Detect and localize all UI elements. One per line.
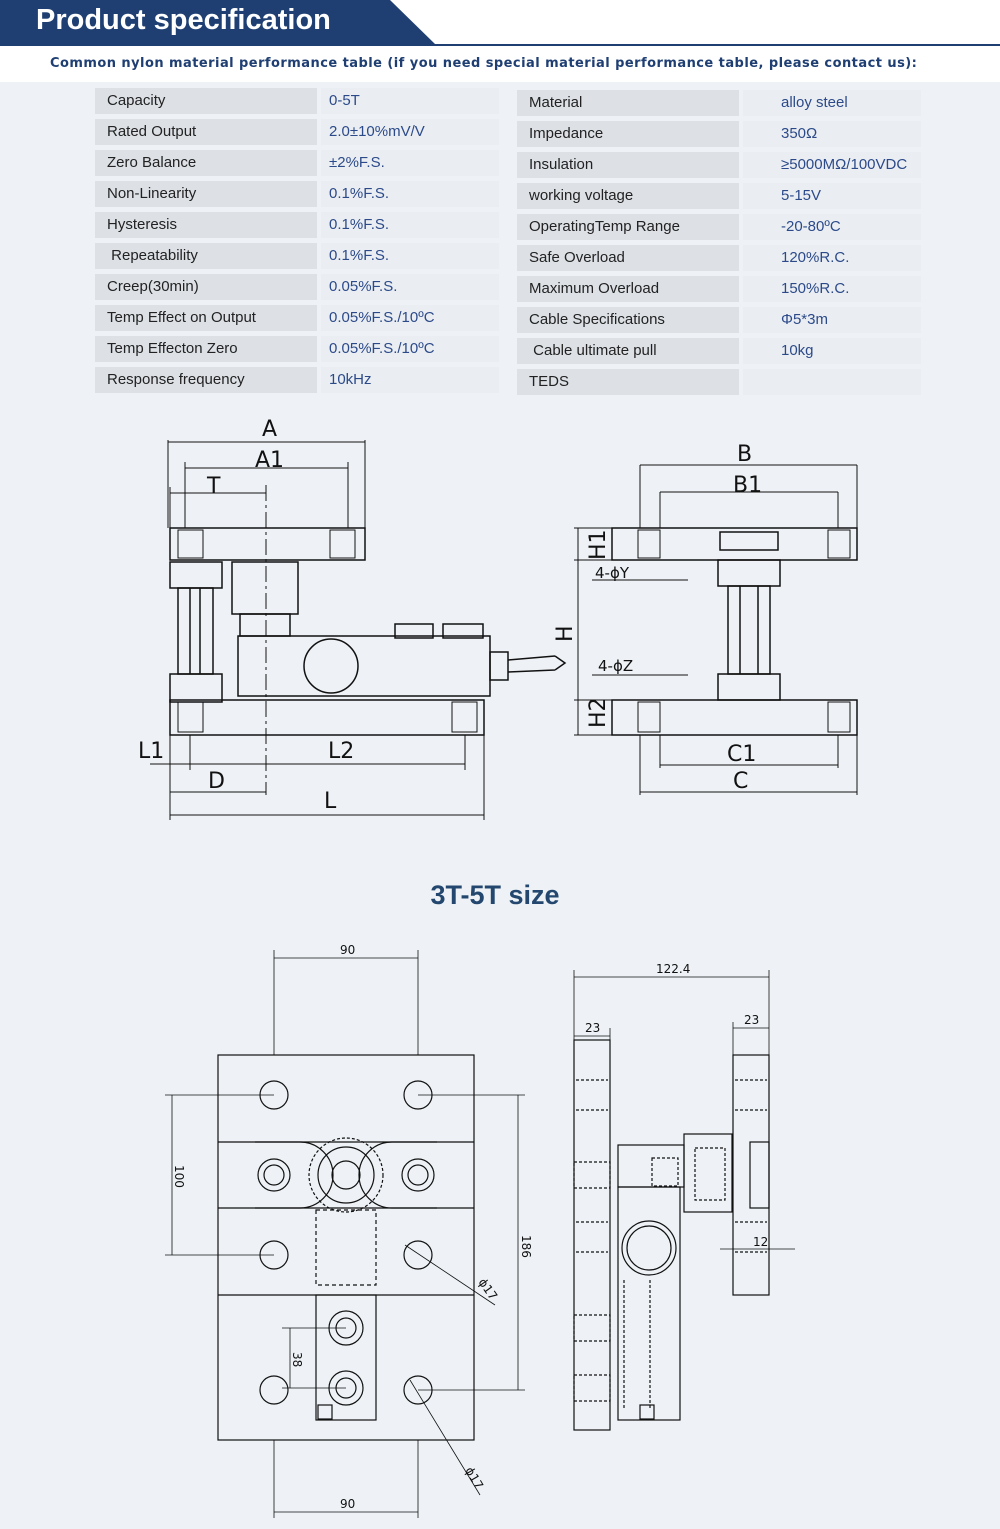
page-title: Product specification: [36, 4, 331, 36]
dim-slot: 12: [753, 1235, 768, 1249]
header-tab: [0, 0, 435, 44]
spec-label: OperatingTemp Range: [517, 214, 739, 240]
spec-label: working voltage: [517, 183, 739, 209]
spec-value: 350Ω: [743, 121, 921, 147]
spec-label: Temp Effecton Zero: [95, 336, 317, 362]
spec-label: Hysteresis: [95, 212, 317, 238]
spec-value: 0.05%F.S./10ºC: [321, 336, 499, 362]
dim-label-C: C: [733, 769, 748, 794]
spec-value: alloy steel: [743, 90, 921, 116]
spec-value: ≥5000MΩ/100VDC: [743, 152, 921, 178]
spec-value: 0.05%F.S.: [321, 274, 499, 300]
spec-value: 2.0±10%mV/V: [321, 119, 499, 145]
dim-label-L: L: [324, 789, 337, 814]
dim-label-B: B: [737, 442, 752, 467]
spec-label: Cable Specifications: [517, 307, 739, 333]
spec-value: 0.1%F.S.: [321, 243, 499, 269]
table-caption: Common nylon material performance table …: [50, 56, 918, 71]
dim-label-A1: A1: [255, 448, 284, 473]
hole-label-Y: 4-ϕY: [595, 564, 630, 582]
spec-label: Zero Balance: [95, 150, 317, 176]
dim-right-height: 186: [519, 1235, 533, 1258]
spec-label: Maximum Overload: [517, 276, 739, 302]
spec-value: -20-80ºC: [743, 214, 921, 240]
spec-value: Φ5*3m: [743, 307, 921, 333]
spec-value: 0-5T: [321, 88, 499, 114]
dim-label-A: A: [262, 417, 277, 442]
spec-label: Material: [517, 90, 739, 116]
dim-label-H2: H2: [586, 697, 611, 728]
dim-label-B1: B1: [733, 473, 762, 498]
spec-label: Capacity: [95, 88, 317, 114]
spec-value: 10kHz: [321, 367, 499, 393]
spec-label: Rated Output: [95, 119, 317, 145]
dim-hole-diameter-2: ϕ17: [462, 1465, 486, 1492]
spec-label: Temp Effect on Output: [95, 305, 317, 331]
size-heading: 3T-5T size: [430, 880, 560, 910]
dim-label-D: D: [208, 769, 225, 794]
dim-bottom-width: 90: [340, 1497, 355, 1511]
hole-label-Z: 4-ϕZ: [598, 657, 633, 675]
dim-hole-diameter-1: ϕ17: [476, 1276, 501, 1303]
spec-value: 150%R.C.: [743, 276, 921, 302]
spec-value: ±2%F.S.: [321, 150, 499, 176]
spec-value: 5-15V: [743, 183, 921, 209]
dim-label-C1: C1: [727, 742, 756, 767]
dimension-drawing-3t-5t: 90 90 100 186 38 ϕ17 ϕ17 122.4 23 23 12: [165, 943, 795, 1518]
intro-band: [0, 46, 1000, 82]
spec-value: 0.1%F.S.: [321, 212, 499, 238]
spec-label: Repeatability: [95, 243, 317, 269]
dim-label-T: T: [206, 474, 221, 499]
spec-label: Cable ultimate pull: [517, 338, 739, 364]
dim-top-width: 90: [340, 943, 355, 957]
spec-label: Response frequency: [95, 367, 317, 393]
dim-pitch: 38: [290, 1352, 304, 1367]
spec-value: 0.1%F.S.: [321, 181, 499, 207]
spec-label: Impedance: [517, 121, 739, 147]
dim-label-L1: L1: [138, 739, 164, 764]
header-underline: [0, 44, 1000, 46]
spec-value: [743, 369, 921, 395]
dim-left-plate: 23: [585, 1021, 600, 1035]
dim-side-width: 122.4: [656, 962, 690, 976]
spec-label: Insulation: [517, 152, 739, 178]
dim-label-L2: L2: [328, 739, 354, 764]
dim-right-plate: 23: [744, 1013, 759, 1027]
spec-label: TEDS: [517, 369, 739, 395]
dim-left-height: 100: [172, 1165, 186, 1188]
spec-label: Creep(30min): [95, 274, 317, 300]
dimension-drawing-generic: A A1 T L1 L2 D L B B1 C1 C H1 H H2 4-ϕY …: [138, 417, 858, 820]
dim-label-H: H: [553, 625, 578, 642]
spec-value: 0.05%F.S./10ºC: [321, 305, 499, 331]
dim-label-H1: H1: [586, 529, 611, 560]
spec-value: 120%R.C.: [743, 245, 921, 271]
spec-label: Safe Overload: [517, 245, 739, 271]
spec-value: 10kg: [743, 338, 921, 364]
spec-label: Non-Linearity: [95, 181, 317, 207]
